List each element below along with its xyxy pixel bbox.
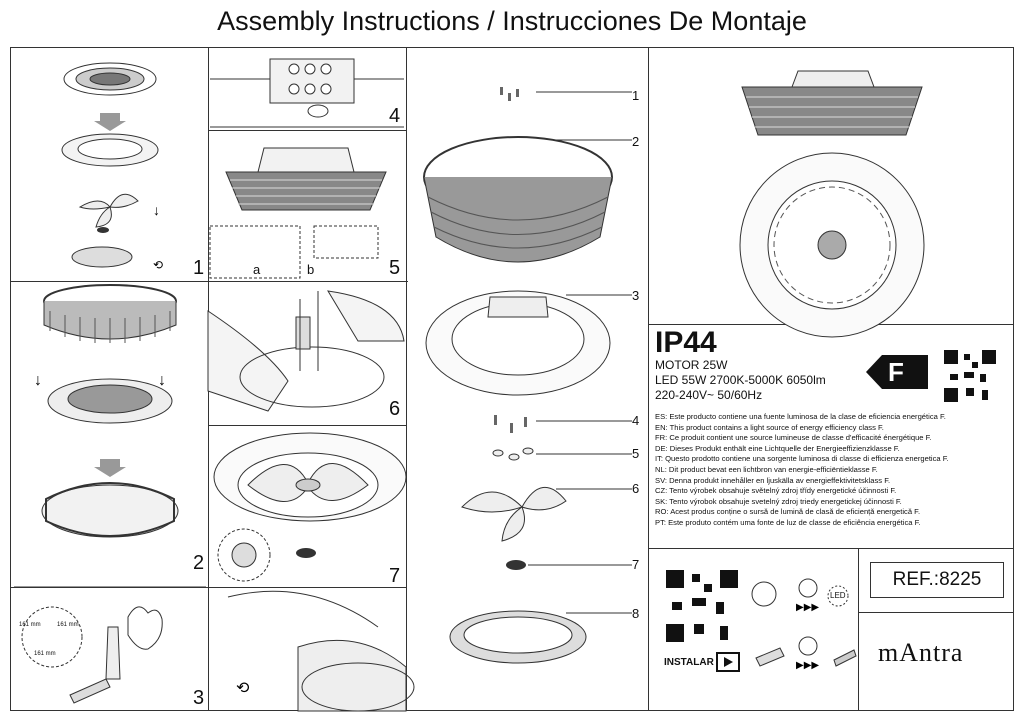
energy-line: PT: Este produto contém uma fonte de luz… [655, 517, 921, 527]
instalar-label: INSTALAR [664, 657, 714, 668]
energy-statements: ES: Este producto contiene una fuente lu… [655, 412, 1010, 529]
energy-line: RO: Acest produs conține o sursă de lumi… [655, 507, 921, 517]
page-title: Assembly Instructions / Instrucciones De… [217, 6, 807, 36]
divider [208, 130, 406, 131]
measure-label: 161 mm [34, 651, 56, 657]
svg-text:⟲: ⟲ [236, 680, 250, 697]
voltage-spec: 220-240V~ 50/60Hz [655, 388, 763, 402]
energy-line: DE: Dieses Produkt enthält eine Lichtque… [655, 443, 900, 453]
part-number-5: 5 [632, 446, 640, 461]
energy-class-badge: F [866, 355, 928, 389]
divider [858, 548, 859, 711]
divider [208, 587, 406, 588]
divider [208, 425, 406, 426]
exploded-parts-illustration [423, 87, 632, 664]
svg-text:⟲: ⟲ [153, 258, 163, 272]
step-number-6: 6 [389, 398, 401, 420]
energy-line: CZ: Tento výrobek obsahuje světelný zdro… [655, 486, 897, 496]
energy-class-letter: F [888, 357, 904, 387]
divider [648, 47, 649, 711]
svg-text:▶▶▶: ▶▶▶ [796, 660, 819, 671]
energy-line: FR: Ce produit contient une source lumin… [655, 433, 932, 443]
divider [406, 47, 407, 711]
step1-illustration: ↓ ⟲ [61, 62, 163, 272]
measure-label: 161 mm [19, 622, 41, 628]
energy-line: ES: Este producto contiene una fuente lu… [655, 412, 946, 421]
divider [10, 281, 408, 282]
step-number-1: 1 [193, 257, 205, 279]
step-number-4: 4 [389, 105, 401, 127]
energy-line: IT: Questo prodotto contiene una sorgent… [655, 454, 949, 464]
step-number-2: 2 [193, 552, 205, 574]
energy-line: EN: This product contains a light source… [655, 422, 884, 432]
safety-icons: ▶▶▶ [751, 578, 849, 613]
divider [858, 612, 1014, 613]
substep-b: b [307, 262, 315, 277]
part-number-6: 6 [632, 481, 640, 496]
motor-spec: MOTOR 25W [655, 358, 728, 372]
energy-line: SK: Tento výrobok obsahuje svetelný zdro… [655, 496, 902, 506]
step4-illustration [210, 58, 404, 128]
energy-line: SV: Denna produkt innehåller en ljuskäll… [655, 475, 891, 485]
step8-illustration: ⟲ [227, 590, 415, 712]
brand-logo: mAntra [878, 638, 964, 667]
installation-icons: ▶▶▶ [755, 636, 857, 671]
part-number-8: 8 [632, 606, 640, 621]
part-number-2: 2 [632, 134, 640, 149]
qr-code-icon [942, 348, 998, 404]
measure-label: 161 mm [57, 622, 79, 628]
part-number-7: 7 [632, 557, 640, 572]
svg-text:↓: ↓ [158, 372, 166, 389]
part-number-4: 4 [632, 413, 640, 428]
svg-text:↓: ↓ [153, 202, 160, 218]
product-views-illustration [739, 70, 925, 338]
led-icon: LED [830, 591, 846, 600]
part-number-1: 1 [632, 88, 640, 103]
part-number-3: 3 [632, 288, 640, 303]
qr-code-icon [664, 568, 740, 644]
step7-illustration [213, 432, 407, 582]
step2-illustration: ↓ ↓ [34, 284, 179, 538]
divider [648, 548, 1014, 549]
ip-rating: IP44 [655, 326, 717, 359]
step-number-7: 7 [389, 565, 401, 587]
energy-arrow-icon [866, 355, 928, 389]
led-spec: LED 55W 2700K-5000K 6050lm [655, 373, 826, 387]
substep-a: a [253, 262, 261, 277]
svg-text:↓: ↓ [34, 372, 42, 389]
step6-illustration [207, 290, 405, 412]
step5-illustration [209, 147, 387, 279]
step3-illustration [14, 586, 206, 704]
reference-number: REF.:8225 [870, 562, 1004, 598]
energy-line: NL: Dit product bevat een lichtbron van … [655, 464, 878, 474]
video-icon [716, 652, 740, 672]
instruction-sheet [10, 47, 1014, 711]
svg-text:▶▶▶: ▶▶▶ [796, 602, 819, 613]
step-number-5: 5 [389, 257, 401, 279]
step-number-3: 3 [193, 687, 205, 709]
